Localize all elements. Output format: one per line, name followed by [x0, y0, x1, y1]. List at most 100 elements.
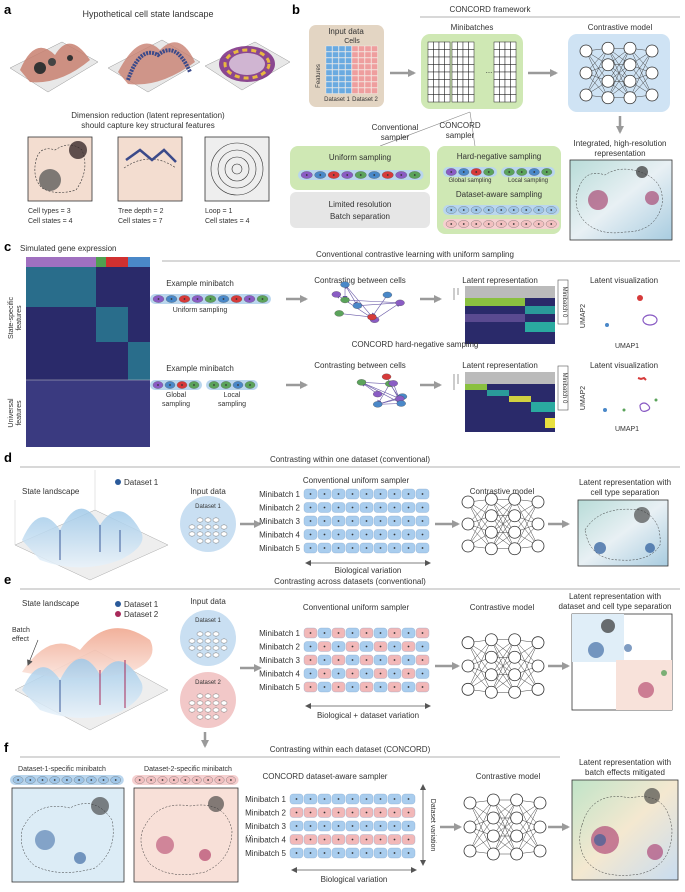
- dataset1-dot-d: [115, 479, 121, 485]
- input-cell: [189, 525, 195, 529]
- minibatch-grid-cell: [494, 50, 500, 58]
- minibatch-cell-dot: [394, 547, 396, 549]
- input-grid-cell: [346, 52, 352, 58]
- nn-node: [509, 669, 521, 681]
- minibatch-grid-cell: [511, 50, 517, 58]
- minibatch-cell-dot: [366, 632, 368, 634]
- minibatch-cell-dot: [338, 493, 340, 495]
- minibatch-cell-dot: [380, 659, 382, 661]
- neural-network-e: [462, 634, 544, 699]
- cell-nucleus: [249, 384, 251, 386]
- contrast-cell: [382, 374, 391, 380]
- nn-node: [532, 660, 544, 672]
- minibatch-cell-dot: [422, 547, 424, 549]
- minibatch-row-label: Minibatch 5: [259, 544, 300, 553]
- nn-node: [509, 526, 521, 538]
- cell-nucleus: [173, 779, 175, 781]
- cell-nucleus: [157, 384, 159, 386]
- latent-vis-2: Latent visualization: [590, 361, 658, 370]
- input-cell: [205, 694, 211, 698]
- minibatch-grid-cell: [469, 42, 475, 50]
- input-grid-cell: [333, 46, 339, 52]
- minibatch-cell-dot: [310, 852, 312, 854]
- cell-nucleus: [54, 779, 56, 781]
- cap2-line1: Tree depth = 2: [118, 208, 164, 215]
- sampler-e: Conventional uniform sampler: [303, 603, 410, 612]
- minibatch-row-label: Minibatch 3: [245, 822, 286, 831]
- minibatch-cell-dot: [324, 646, 326, 648]
- minibatch-cell-dot: [310, 520, 312, 522]
- latent-rep-2: Latent representation: [462, 361, 538, 370]
- minibatch-cell-dot: [366, 520, 368, 522]
- neural-network-d: [462, 493, 544, 555]
- concord-sampler-1: CONCORD: [439, 121, 481, 130]
- minibatch-row-label: Minibatch 3: [259, 517, 300, 526]
- contrast-cell: [335, 310, 344, 316]
- cell-nucleus: [488, 171, 490, 173]
- minibatch-grid-cell: [452, 80, 458, 88]
- input-grid-cell: [326, 46, 332, 52]
- minibatch-cell-dot: [366, 673, 368, 675]
- input-cell: [205, 532, 211, 536]
- contrast-cell: [373, 391, 382, 397]
- minibatch-cell-dot: [310, 812, 312, 814]
- cell-nucleus: [533, 171, 535, 173]
- input-grid-cell: [339, 46, 345, 52]
- latent-f-2: batch effects mitigated: [585, 768, 665, 777]
- input-grid-cell: [372, 88, 378, 94]
- panel-c-label: c: [4, 239, 11, 254]
- minibatch-grid-cell: [452, 87, 458, 95]
- input-cell: [197, 518, 203, 522]
- minibatch-cell-dot: [338, 686, 340, 688]
- panel-b-label: b: [292, 2, 300, 17]
- minibatch-cell-dot: [310, 507, 312, 509]
- cell-nucleus: [236, 298, 238, 300]
- input-cell: [205, 518, 211, 522]
- global-sampling-label: Global sampling: [448, 178, 491, 184]
- minibatch-cell-dot: [408, 852, 410, 854]
- dataset1-e: Dataset 1: [124, 600, 159, 609]
- minibatch-grid-cell: [505, 50, 511, 58]
- cell-nucleus: [400, 174, 402, 176]
- dataset1-label: Dataset 1: [324, 97, 350, 103]
- minibatch-cell-dot: [352, 659, 354, 661]
- contrast-cell: [357, 379, 366, 385]
- minibatch-grid-cell: [511, 80, 517, 88]
- minibatches-label: Minibatches: [451, 23, 494, 32]
- minibatch-cell-dot: [338, 659, 340, 661]
- input-grid-cell: [352, 70, 358, 76]
- minibatch-ellipsis: ...: [486, 66, 493, 75]
- input-grid-cell: [372, 46, 378, 52]
- nn-node: [602, 92, 614, 104]
- latent-heatmap-2: [454, 372, 555, 432]
- minibatch-grid-cell: [463, 72, 469, 80]
- minibatch-cell-dot: [366, 686, 368, 688]
- minibatch-grid-cell: [445, 50, 451, 58]
- minibatch-grid-cell: [463, 42, 469, 50]
- minibatch-cell-dot: [394, 825, 396, 827]
- cell-nucleus: [450, 209, 452, 211]
- input-grid-cell: [339, 88, 345, 94]
- minibatch-grid-cell: [505, 87, 511, 95]
- input-grid-cell: [326, 64, 332, 70]
- minibatch-cell-dot: [338, 632, 340, 634]
- minibatch-row-label: Minibatch 1: [259, 629, 300, 638]
- input-grid-cell: [333, 82, 339, 88]
- input-grid-cell: [359, 70, 365, 76]
- contrast-cell: [383, 292, 392, 298]
- minibatch-cell-dot: [324, 547, 326, 549]
- cells-label: Cells: [344, 38, 360, 45]
- minibatch-cell-dot: [310, 646, 312, 648]
- input-cell: [213, 701, 219, 705]
- minibatch-row-label: Minibatch 1: [259, 490, 300, 499]
- minibatch-grid-cell: [434, 95, 440, 103]
- conventional-sampler-2: sampler: [381, 133, 410, 142]
- minibatch-cell-dot: [338, 673, 340, 675]
- minibatch-grid-cell: [505, 80, 511, 88]
- input-cell: [213, 646, 219, 650]
- input-grid-cell: [352, 76, 358, 82]
- minibatch-cell-dot: [394, 632, 396, 634]
- input-grid-cell: [352, 64, 358, 70]
